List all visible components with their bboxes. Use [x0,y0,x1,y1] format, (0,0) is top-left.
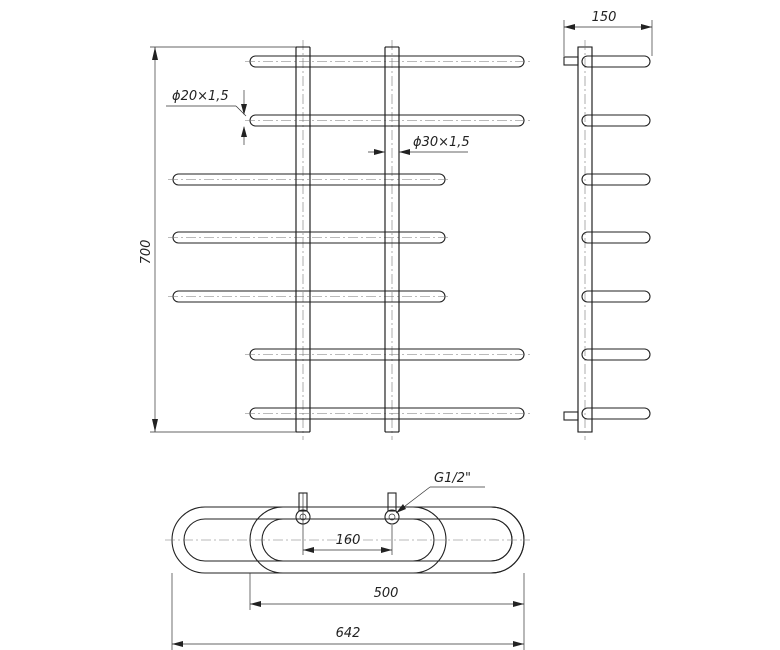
front-view: 700 ϕ20×1,5 ϕ30×1,5 [139,40,530,440]
rail-pipe-callout: ϕ20×1,5 [166,89,247,145]
rail-3 [168,173,450,186]
riser-pipe-callout: ϕ30×1,5 [368,135,470,155]
full-width-label: 642 [336,626,361,641]
narrow-width-dimension: 500 [249,573,525,610]
side-view: 150 [563,10,653,440]
rail-5 [168,290,450,303]
right-connection [384,492,400,525]
riser-pipe-label: ϕ30×1,5 [413,135,470,150]
connection-spacing-dimension: 160 [302,525,393,555]
side-rails [581,55,651,420]
full-width-dimension: 642 [171,573,525,650]
left-connection [295,492,311,525]
depth-dimension: 150 [563,10,653,56]
right-riser [384,40,400,440]
rail-pipe-label: ϕ20×1,5 [172,89,229,104]
bottom-connection-stub [563,411,579,421]
rail-1 [245,55,530,68]
height-label: 700 [139,240,154,265]
thread-callout: G1/2" [395,471,485,514]
left-riser [295,40,311,440]
depth-label: 150 [592,10,617,25]
rail-4 [168,231,450,244]
connection-spacing-label: 160 [336,533,361,548]
top-connection-stub [563,56,579,66]
rail-6 [245,348,530,361]
thread-label: G1/2" [434,471,471,486]
narrow-width-label: 500 [374,586,399,601]
height-dimension: 700 [139,46,296,433]
top-view: G1/2" 160 500 642 [165,471,530,650]
rail-7 [245,407,530,420]
rail-2 [245,114,530,127]
